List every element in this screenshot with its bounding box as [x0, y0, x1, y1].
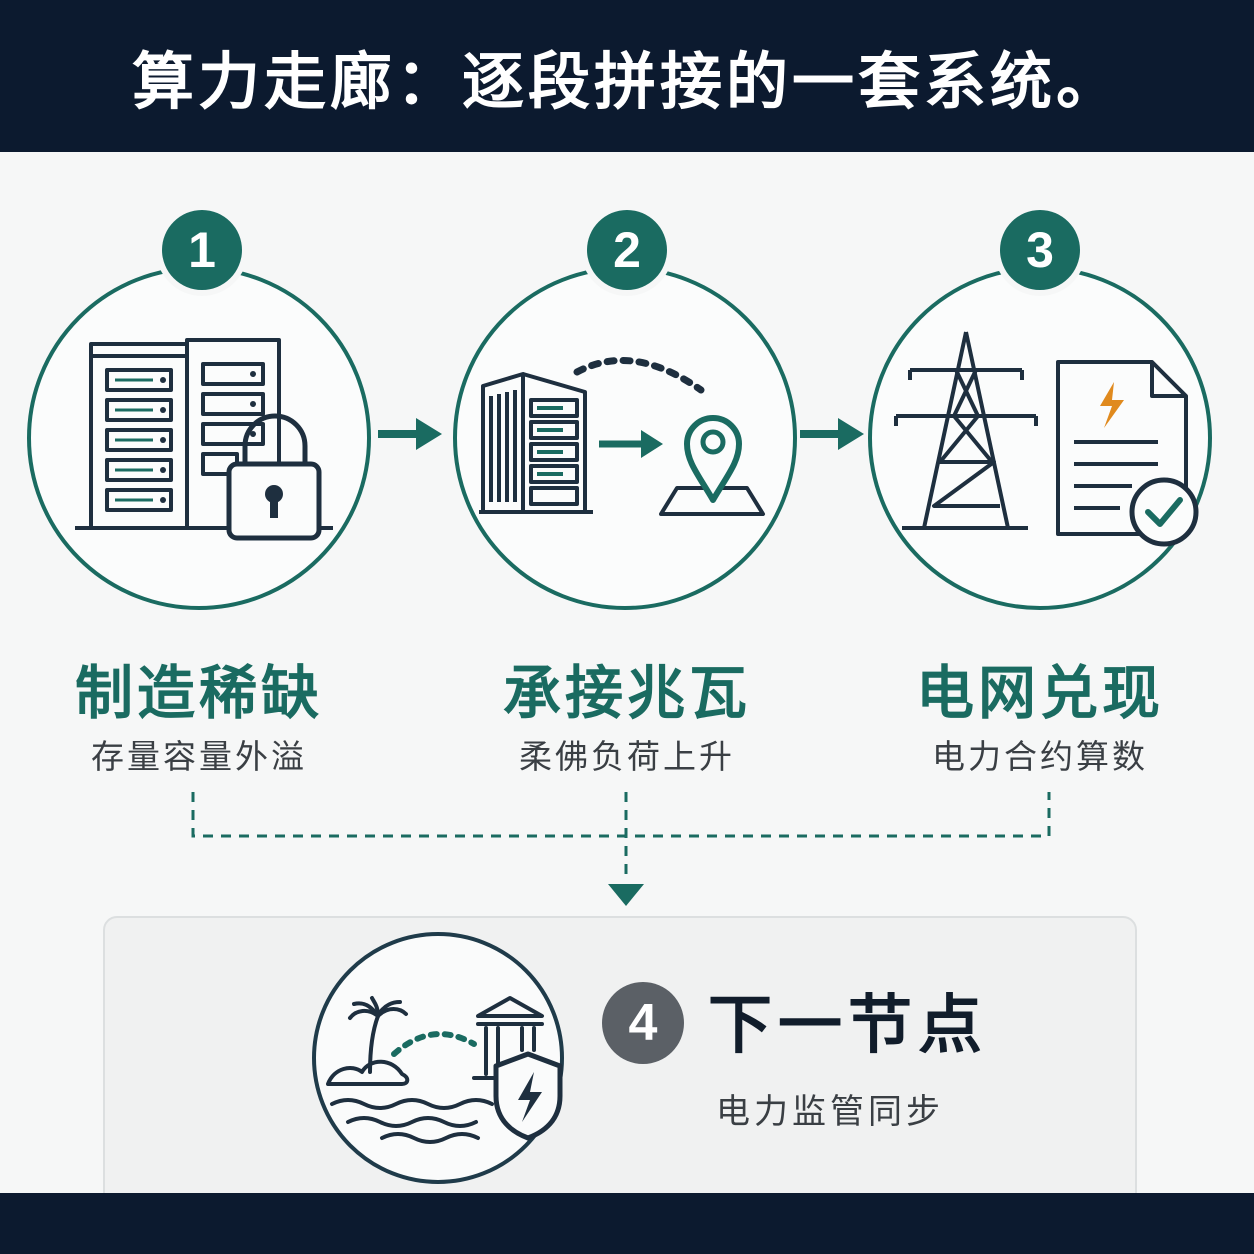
- page-title: 算力走廊：逐段拼接的一套系统。: [131, 45, 1122, 118]
- next-node-subtitle: 电力监管同步: [716, 1092, 944, 1132]
- header-bar: 算力走廊：逐段拼接的一套系统。: [0, 0, 1254, 152]
- flow-arrow-1-2: [378, 418, 442, 450]
- next-node-panel: [103, 916, 1137, 1216]
- flow-arrow-2-3: [800, 418, 864, 450]
- step-1-title: 制造稀缺: [74, 659, 323, 727]
- server-rack-lock-icon: [75, 338, 333, 541]
- step-1-badge: 1: [162, 210, 242, 290]
- step-2-subtitle: 柔佛负荷上升: [519, 737, 735, 776]
- step-1-circle: [27, 266, 371, 610]
- step-4-badge: 4: [602, 982, 684, 1064]
- step-3-title: 电网兑现: [915, 659, 1164, 727]
- data-center-relocation-icon: [479, 357, 765, 516]
- step-2-title: 承接兆瓦: [502, 659, 751, 727]
- step-3-badge: 3: [1000, 210, 1080, 290]
- next-node-title: 下一节点: [708, 989, 988, 1063]
- transmission-tower-contract-icon: [894, 331, 1199, 547]
- step-2-badge: 2: [587, 210, 667, 290]
- step-1-subtitle: 存量容量外溢: [91, 737, 307, 776]
- island-grid-shield-icon: [326, 996, 563, 1144]
- step-3-subtitle: 电力合约算数: [932, 737, 1148, 776]
- merge-connector: [191, 792, 1051, 906]
- footer-bar: [0, 1193, 1254, 1254]
